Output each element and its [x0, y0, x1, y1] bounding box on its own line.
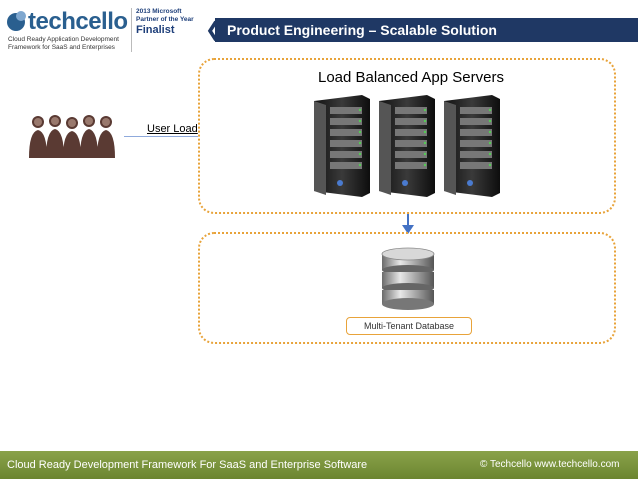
user-load-connector	[124, 136, 198, 137]
user-load-label: User Load	[147, 123, 198, 135]
techcello-logo: techcello Cloud Ready Application Develo…	[6, 6, 128, 52]
footer-tagline: Cloud Ready Development Framework For Sa…	[7, 459, 368, 471]
title-bar: ❮❮ Product Engineering – Scalable Soluti…	[205, 17, 638, 42]
chevron-icon: ❮❮	[205, 17, 239, 41]
server-icon	[314, 95, 370, 197]
arrow-down-icon	[402, 214, 414, 234]
cloud-icon	[7, 11, 26, 31]
award-line-1: 2013 Microsoft	[136, 8, 182, 15]
award-badge: 2013 Microsoft Partner of the Year Final…	[131, 8, 205, 52]
footer-copyright: © Techcello www.techcello.com	[480, 459, 620, 470]
database-container	[198, 232, 616, 344]
users-group-icon	[28, 112, 124, 160]
server-icon	[379, 95, 435, 197]
award-line-2: Partner of the Year	[136, 16, 194, 23]
logo-text: techcello	[28, 8, 128, 35]
database-icon	[381, 247, 435, 310]
page-title: Product Engineering – Scalable Solution	[227, 22, 497, 38]
app-servers-label: Load Balanced App Servers	[318, 69, 504, 86]
server-icon	[444, 95, 500, 197]
logo-tagline: Cloud Ready Application Development Fram…	[8, 36, 119, 51]
award-finalist: Finalist	[136, 24, 175, 36]
app-servers-container	[198, 58, 616, 214]
footer-bar: Cloud Ready Development Framework For Sa…	[0, 451, 638, 479]
database-label: Multi-Tenant Database	[346, 317, 472, 335]
